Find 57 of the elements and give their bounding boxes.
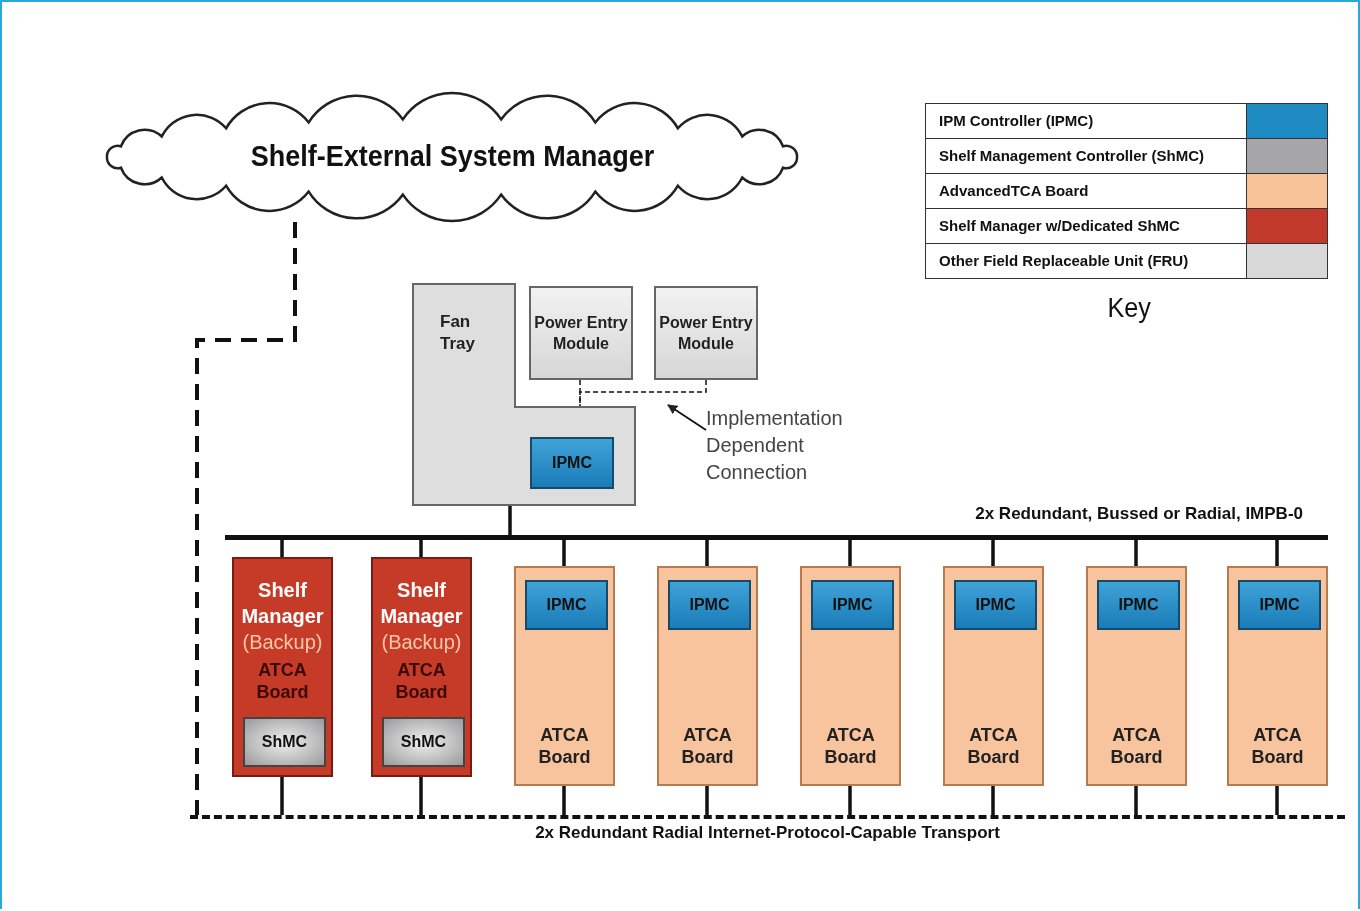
module-box: Power Entry Module <box>654 286 758 380</box>
connector-line <box>280 777 284 815</box>
connector-line <box>1275 540 1279 566</box>
bus-label: 2x Redundant, Bussed or Radial, IMPB-0 <box>975 504 1303 524</box>
board-label: ATCA Board <box>255 659 310 703</box>
controller-chip: IPMC <box>811 580 894 630</box>
connector-line <box>562 786 566 815</box>
board-card <box>943 566 1044 786</box>
board-label: ATCA Board <box>1250 724 1305 768</box>
board-label: ATCA Board <box>394 659 449 703</box>
cloud-label: Shelf-External System Manager <box>249 139 656 173</box>
connector-line <box>508 506 512 535</box>
connector-line <box>705 540 709 566</box>
connector-line <box>419 540 423 557</box>
dashed-connector <box>579 379 581 408</box>
connector-line <box>1134 786 1138 815</box>
board-card <box>371 557 472 777</box>
board-label: Shelf Manager <box>240 578 325 629</box>
board-label: ATCA Board <box>823 724 878 768</box>
module-box: Power Entry Module <box>529 286 633 380</box>
connector-line <box>848 786 852 815</box>
board-card <box>514 566 615 786</box>
board-label: ATCA Board <box>537 724 592 768</box>
controller-chip: IPMC <box>1238 580 1321 630</box>
dashed-connector <box>195 222 297 815</box>
controller-chip: ShMC <box>243 717 326 767</box>
controller-chip: IPMC <box>525 580 608 630</box>
board-card <box>1086 566 1187 786</box>
connector-line <box>848 540 852 566</box>
controller-chip: IPMC <box>954 580 1037 630</box>
callout-text: Implementation Dependent Connection <box>706 406 844 485</box>
connector-line <box>419 777 423 815</box>
board-label: ATCA Board <box>966 724 1021 768</box>
board-card <box>800 566 901 786</box>
board-card <box>232 557 333 777</box>
connector-line <box>1275 786 1279 815</box>
controller-chip: ShMC <box>382 717 465 767</box>
board-card <box>1227 566 1328 786</box>
legend-title: Key <box>1107 292 1151 324</box>
connector-line <box>280 540 284 557</box>
controller-chip: IPMC <box>1097 580 1180 630</box>
board-card <box>657 566 758 786</box>
connector-line <box>705 786 709 815</box>
board-label: Shelf Manager <box>379 578 464 629</box>
board-label: ATCA Board <box>1109 724 1164 768</box>
connector-line <box>1134 540 1138 566</box>
fan-tray-label: Fan Tray <box>440 311 476 355</box>
board-label: ATCA Board <box>680 724 735 768</box>
board-label: (Backup) <box>380 630 463 655</box>
connector-line <box>991 540 995 566</box>
board-label: (Backup) <box>241 630 324 655</box>
bus-label: 2x Redundant Radial Internet-Protocol-Capable Transport <box>534 823 1001 843</box>
controller-chip: IPMC <box>530 437 614 489</box>
connector-line <box>562 540 566 566</box>
controller-chip: IPMC <box>668 580 751 630</box>
leader-arrow <box>667 404 707 431</box>
connector-line <box>991 786 995 815</box>
